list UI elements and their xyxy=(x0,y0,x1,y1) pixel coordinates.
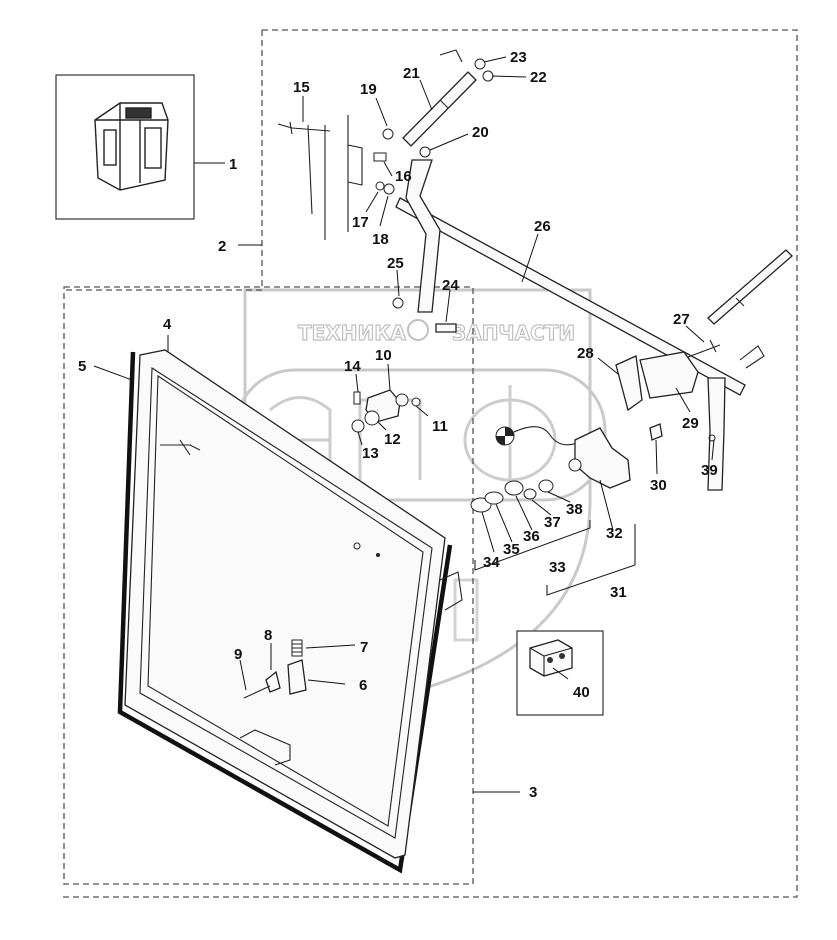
callout-37: 37 xyxy=(544,514,561,531)
callout-24: 24 xyxy=(442,277,459,294)
watermark-gear-icon xyxy=(407,319,429,341)
latch-clip xyxy=(265,670,281,693)
lever-left xyxy=(405,159,441,313)
gas-strut-assembly xyxy=(373,49,765,491)
callout-7: 7 xyxy=(360,639,368,656)
bolt-15 xyxy=(277,121,331,135)
callout-12: 12 xyxy=(384,431,401,448)
motor-wire xyxy=(513,426,581,446)
callout-5: 5 xyxy=(78,358,86,375)
callout-18: 18 xyxy=(372,231,389,248)
callout-4: 4 xyxy=(163,316,172,333)
callout-13: 13 xyxy=(362,445,379,462)
callout-23: 23 xyxy=(510,49,527,66)
callout-20: 20 xyxy=(472,124,489,141)
cab-icon xyxy=(94,102,169,191)
assembly-boxes xyxy=(60,29,798,898)
window-hinge xyxy=(160,439,201,456)
callout-2: 2 xyxy=(218,238,226,255)
callout-38: 38 xyxy=(566,501,583,518)
callout-19: 19 xyxy=(360,81,377,98)
group-3-box xyxy=(63,286,474,885)
gas-strut-right xyxy=(687,249,793,358)
callout-22: 22 xyxy=(530,69,547,86)
callout-1: 1 xyxy=(229,156,237,173)
group-bracket-33 xyxy=(474,520,591,571)
callout-40: 40 xyxy=(573,684,590,701)
callout-39: 39 xyxy=(701,462,718,479)
callout-6: 6 xyxy=(359,677,367,694)
leader-lines xyxy=(93,56,715,793)
callout-35: 35 xyxy=(503,541,520,558)
callout-14: 14 xyxy=(344,358,361,375)
callout-36: 36 xyxy=(523,528,540,545)
latch-block xyxy=(287,659,307,695)
callout-labels: 1 2 3 4 5 6 7 8 9 10 11 12 13 14 15 16 1… xyxy=(78,49,718,801)
gas-strut-21 xyxy=(402,71,477,147)
lever-right xyxy=(707,377,726,491)
callout-26: 26 xyxy=(534,218,551,235)
group-bracket-31 xyxy=(546,524,636,596)
watermark-text-zapchasti: ЗАПЧАСТИ xyxy=(452,321,575,345)
block-part xyxy=(529,639,573,677)
callout-17: 17 xyxy=(352,214,369,231)
bolt-27 xyxy=(687,339,721,358)
callout-25: 25 xyxy=(387,255,404,272)
hinge-hardware xyxy=(277,115,421,433)
watermark-text-tehnika: ТЕХНИКА xyxy=(298,321,407,345)
callout-10: 10 xyxy=(375,347,392,364)
latch-pin xyxy=(243,685,271,699)
window-frame xyxy=(117,349,463,874)
callout-15: 15 xyxy=(293,79,310,96)
latch-parts xyxy=(243,639,307,699)
callout-21: 21 xyxy=(403,65,420,82)
callout-16: 16 xyxy=(395,168,412,185)
clip-30 xyxy=(649,423,663,441)
motor-assembly xyxy=(470,351,699,596)
callout-33: 33 xyxy=(549,559,566,576)
window-seal xyxy=(117,351,453,874)
bracket-29 xyxy=(639,351,699,399)
window-latch-bracket xyxy=(439,571,463,611)
callout-27: 27 xyxy=(673,311,690,328)
callout-28: 28 xyxy=(577,345,594,362)
callout-9: 9 xyxy=(234,646,242,663)
pin-24 xyxy=(435,323,457,333)
inset-cab xyxy=(55,74,195,220)
bracket-plate xyxy=(347,115,363,232)
callout-29: 29 xyxy=(682,415,699,432)
callout-34: 34 xyxy=(483,554,500,571)
callout-11: 11 xyxy=(432,418,448,435)
motor-32 xyxy=(574,427,631,489)
callout-3: 3 xyxy=(529,784,537,801)
callout-32: 32 xyxy=(606,525,623,542)
callout-8: 8 xyxy=(264,627,272,644)
callout-31: 31 xyxy=(610,584,627,601)
inset-block xyxy=(516,630,604,716)
rod-26 xyxy=(395,197,746,396)
bracket-28 xyxy=(615,355,643,412)
callout-30: 30 xyxy=(650,477,667,494)
group-2-box xyxy=(60,29,798,898)
window-handle xyxy=(239,729,291,766)
